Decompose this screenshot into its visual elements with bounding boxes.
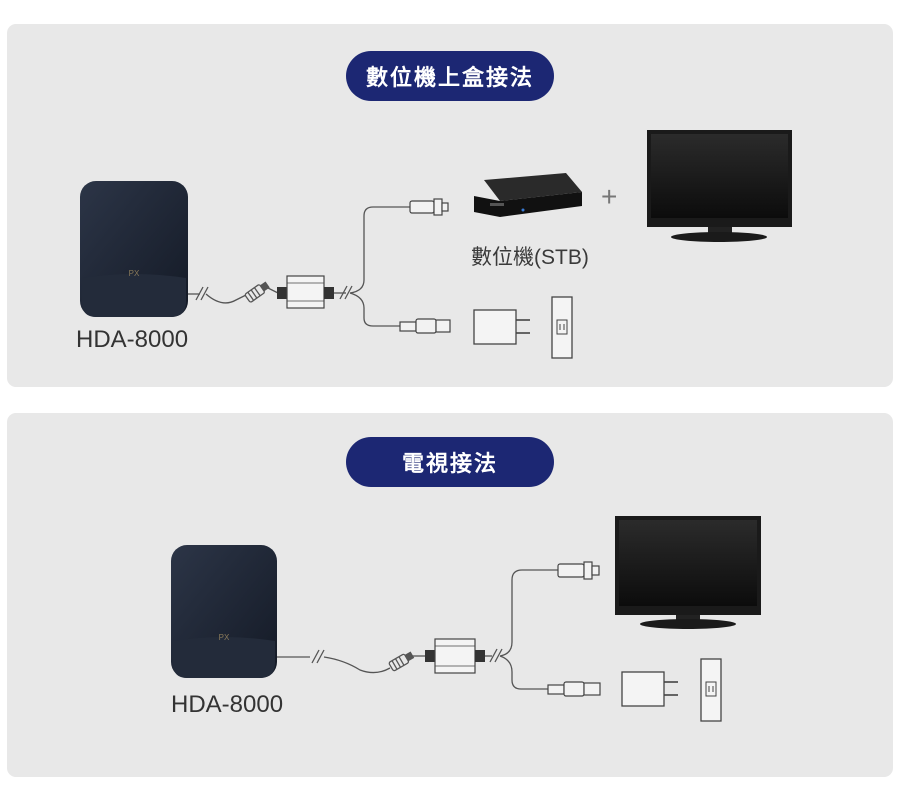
power-adapter-2: [621, 671, 678, 707]
power-adapter-1: [473, 309, 530, 345]
wall-outlet-1: [551, 296, 573, 359]
antenna-2-model-label: HDA-8000: [171, 691, 284, 718]
f-connector-tv: [557, 561, 600, 580]
antenna-2: PX: [171, 545, 277, 678]
antenna-1: PX: [80, 181, 188, 317]
px-logo: PX: [219, 633, 230, 642]
splitter-2: [425, 638, 485, 674]
television-1: [647, 130, 792, 242]
power-cable-plug-2: [547, 681, 601, 697]
stb-cables: [334, 206, 410, 327]
stb-label: 數位機(STB): [471, 246, 589, 269]
set-top-box: [474, 173, 582, 217]
px-logo: PX: [129, 269, 140, 278]
stb-section-title: 數位機上盒接法: [346, 51, 554, 101]
splitter-1: [277, 275, 334, 309]
tv-cables: [485, 569, 558, 690]
wall-outlet-2: [700, 658, 722, 722]
power-cable-plug-1: [399, 318, 451, 334]
antenna-1-cable: [188, 281, 279, 304]
antenna-1-model-label: HDA-8000: [76, 326, 189, 353]
television-2: [615, 516, 761, 629]
antenna-2-cable: [277, 649, 425, 674]
plus-sign: +: [601, 181, 618, 212]
f-connector-stb: [409, 198, 449, 216]
tv-section-title: 電視接法: [346, 437, 554, 487]
